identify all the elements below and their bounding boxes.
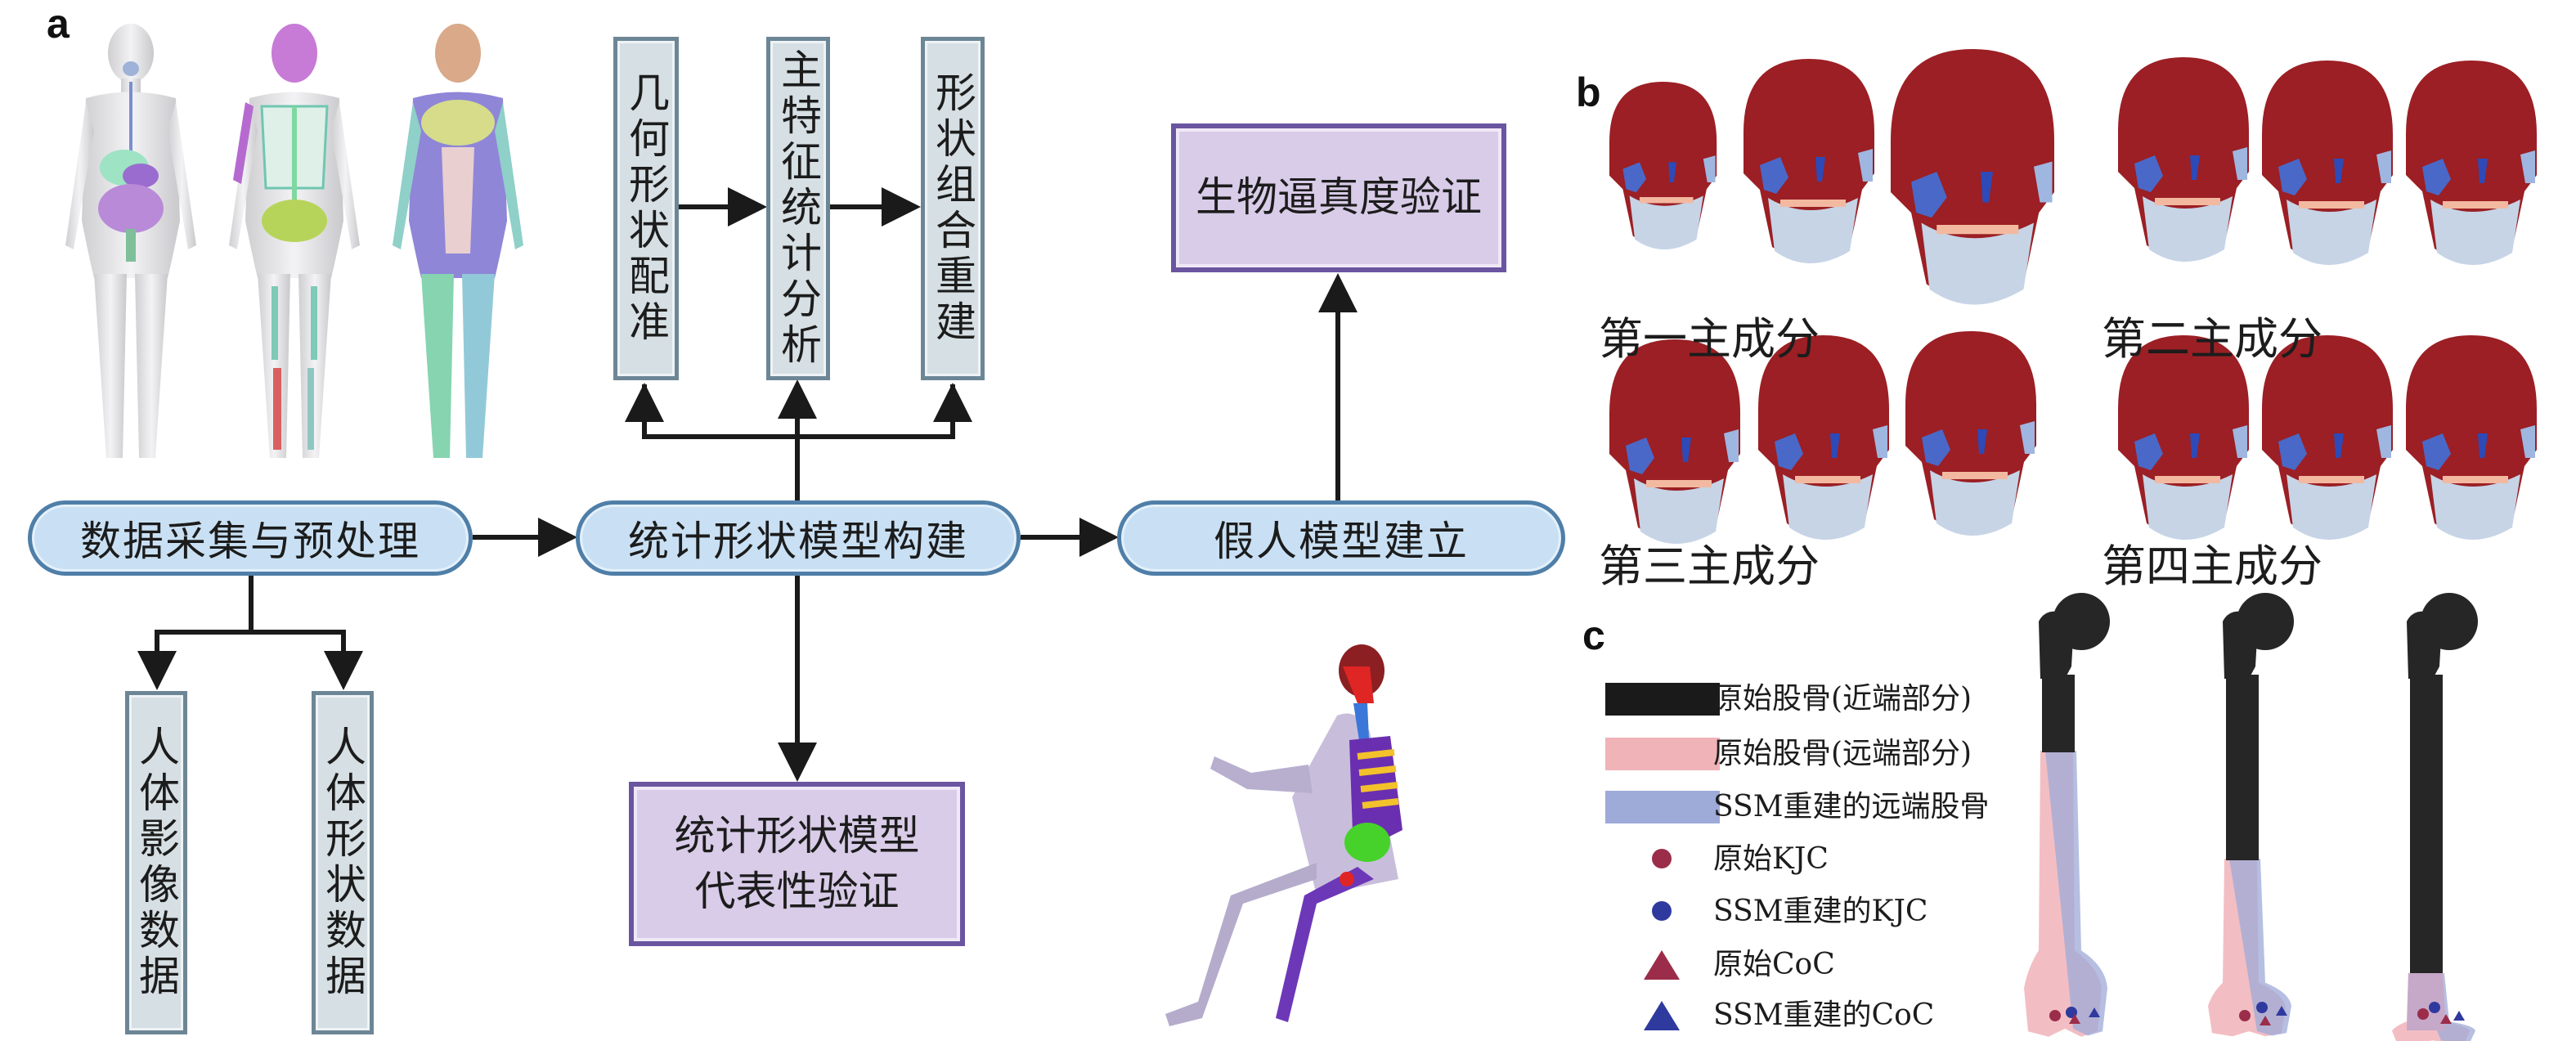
skull-pc1-1: [1609, 82, 1717, 249]
skull-pc4-2: [2262, 335, 2393, 540]
box-ssm-representativeness-line2: 代表性验证: [694, 867, 900, 915]
box-biofidelity-validation-text: 生物逼真度验证: [1196, 173, 1482, 222]
legend-circle-original-kjc: [1652, 849, 1672, 868]
box-biofidelity-validation: 生物逼真度验证: [1171, 123, 1506, 272]
box-geometric-registration: 几何形状配准: [613, 37, 679, 380]
legend-triangle-ssm-coc: [1644, 1001, 1680, 1030]
legend-text-original-kjc: 原始KJC: [1713, 842, 1829, 876]
legend-text-ssm-coc: SSM重建的CoC: [1713, 998, 1935, 1032]
pc-label-4: 第四主成分: [2102, 541, 2322, 592]
femur-reconstruction-images: [2024, 593, 2478, 1041]
legend-text-ssm-distal: SSM重建的远端股骨: [1713, 790, 1990, 823]
box-body-image-data-text: 人体影像数据: [132, 725, 180, 1000]
panel-label-a: a: [47, 1, 70, 47]
skull-pc4-1: [2118, 335, 2249, 540]
box-geometric-registration-text: 几何形状配准: [622, 71, 670, 346]
box-principal-feature-analysis-text: 主特征统计分析: [774, 48, 822, 369]
organs-model: [65, 24, 196, 458]
box-body-shape-data-text: 人体形状数据: [319, 725, 366, 1000]
box-ssm-representativeness-line1: 统计形状模型: [674, 812, 920, 859]
legend-text-proximal: 原始股骨(近端部分): [1713, 682, 1972, 716]
box-principal-feature-analysis: 主特征统计分析: [766, 37, 830, 380]
skull-pc2-2: [2262, 61, 2393, 265]
legend-text-distal: 原始股骨(远端部分): [1713, 737, 1972, 770]
femur-1: [2024, 593, 2110, 1037]
femur-2: [2208, 593, 2294, 1037]
legend-triangle-original-coc: [1644, 950, 1680, 980]
legend-swatch-distal: [1605, 738, 1720, 770]
muscle-model: [393, 24, 523, 458]
box-ssm-representativeness: 统计形状模型 代表性验证: [629, 782, 965, 946]
skull-pc1-3: [1891, 49, 2054, 305]
skull-pc3-1: [1609, 339, 1740, 544]
skull-pc3-3: [1905, 331, 2036, 536]
legend-circle-ssm-kjc: [1652, 901, 1672, 921]
pc-label-2: 第二主成分: [2102, 313, 2322, 365]
legend-swatch-proximal: [1605, 683, 1720, 716]
skull-pc2-3: [2406, 61, 2537, 265]
human-body-models-image: [65, 24, 523, 458]
pc-label-3: 第三主成分: [1599, 541, 1820, 592]
skull-pc3-2: [1758, 335, 1889, 540]
skull-pc2-1: [2118, 57, 2249, 262]
box-shape-recombination: 形状组合重建: [921, 37, 985, 380]
femur-3: [2392, 593, 2478, 1041]
legend-text-ssm-kjc: SSM重建的KJC: [1713, 895, 1928, 928]
pill-dummy-model: 假人模型建立: [1117, 500, 1565, 576]
pill-ssm-construction: 统计形状模型构建: [576, 500, 1021, 576]
box-body-shape-data: 人体形状数据: [312, 691, 374, 1034]
pc-label-1: 第一主成分: [1599, 313, 1820, 365]
legend-text-original-coc: 原始CoC: [1713, 948, 1835, 981]
box-shape-recombination-text: 形状组合重建: [929, 71, 976, 346]
skull-pc1-2: [1744, 59, 1874, 263]
panel-label-b: b: [1576, 70, 1601, 115]
skull-pc4-3: [2406, 335, 2537, 540]
seated-dummy-image: [1165, 644, 1402, 1026]
pill-data-collection: 数据采集与预处理: [28, 500, 473, 576]
legend-swatch-ssm-distal: [1605, 791, 1720, 823]
panel-label-c: c: [1582, 612, 1605, 658]
box-body-image-data: 人体影像数据: [125, 691, 187, 1034]
skeleton-model: [229, 24, 360, 458]
connector-data-branch: [137, 575, 254, 690]
